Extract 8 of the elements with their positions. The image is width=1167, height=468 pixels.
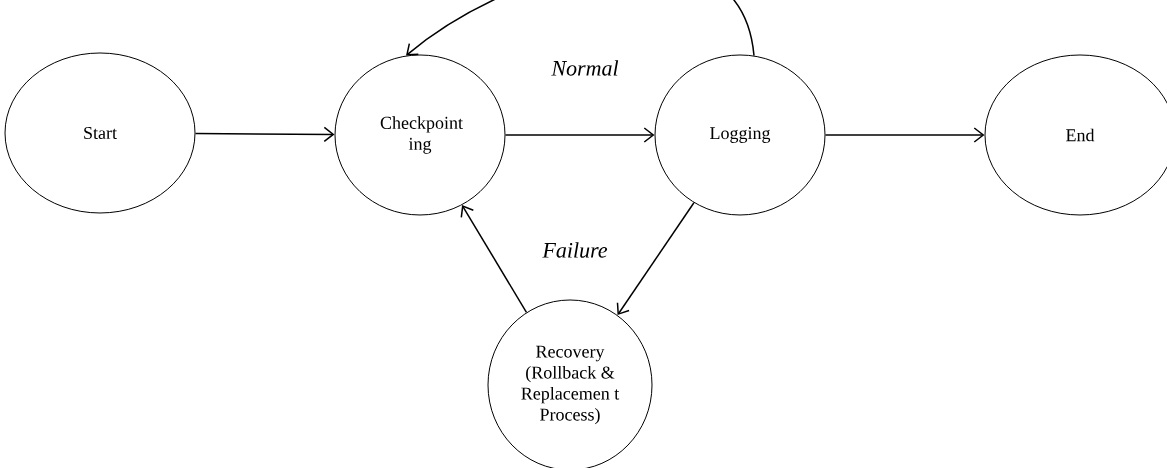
arrow — [194, 126, 335, 143]
arrow — [824, 127, 985, 143]
arrow — [460, 205, 528, 314]
state-label: Failure — [542, 242, 608, 258]
arrow — [406, 0, 755, 57]
state-label: Normal — [551, 60, 619, 76]
arrow — [504, 127, 655, 143]
arrow — [616, 202, 695, 316]
